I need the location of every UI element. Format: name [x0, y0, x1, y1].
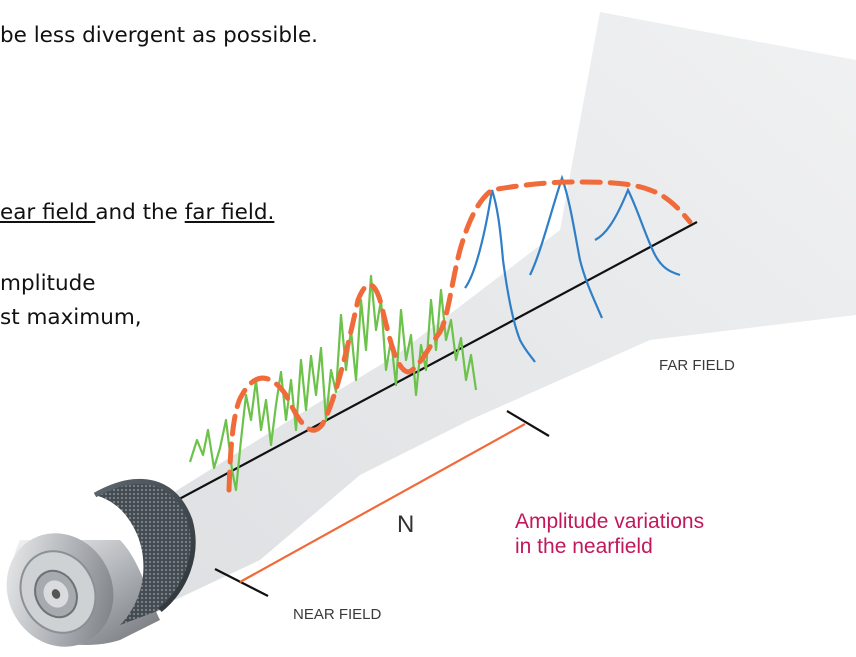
far-field-waveform-3 — [594, 187, 681, 277]
far-field-label: FAR FIELD — [659, 357, 735, 374]
near-field-boundary-tick — [214, 568, 269, 597]
far-field-waveform-1 — [464, 189, 536, 363]
near-field-term: ear field — [0, 200, 96, 225]
note-line-1: Amplitude variations — [515, 510, 705, 533]
far-field-waveform-2 — [529, 174, 604, 319]
near-field-label: NEAR FIELD — [293, 606, 382, 623]
amplitude-envelope — [226, 179, 693, 493]
transducer-icon — [6, 478, 196, 647]
slide-text-connector: and the — [95, 200, 185, 225]
slide-text-line-1: be less divergent as possible. — [0, 23, 319, 48]
near-field-distance-line — [239, 423, 526, 583]
slide-text-line-2: ear field and the far field. — [0, 200, 274, 225]
amplitude-variations-note: Amplitude variations in the nearfield — [515, 509, 704, 559]
near-field-waveform — [188, 274, 478, 492]
note-line-2: in the nearfield — [515, 535, 653, 558]
slide-text-line-3: mplitude — [0, 271, 96, 296]
slide-text-line-4: st maximum, — [0, 305, 142, 330]
near-field-length-label: N — [397, 511, 415, 538]
far-field-term: far field. — [184, 200, 275, 225]
beam-shape — [168, 12, 856, 600]
far-field-boundary-tick — [506, 410, 550, 437]
